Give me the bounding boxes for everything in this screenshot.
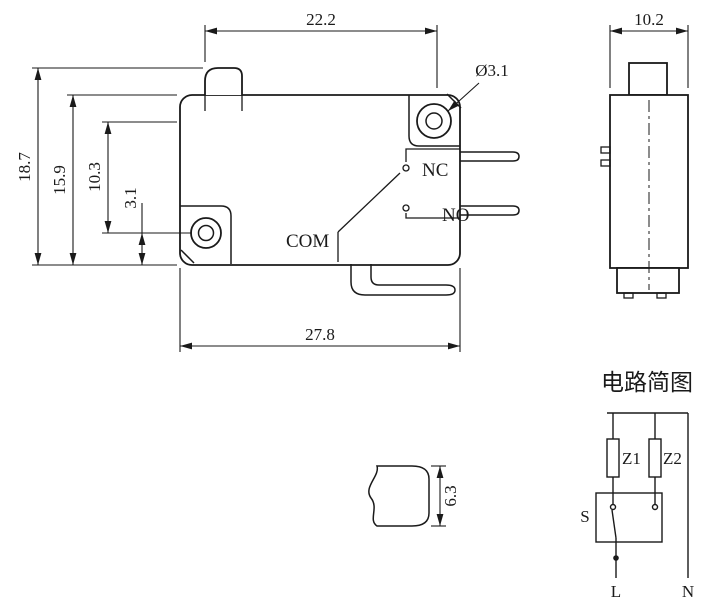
dim-hole-offset: 3.1 [121, 187, 140, 208]
dim-bottom-width: 27.8 [305, 325, 335, 344]
boss-chamfer-bottom-left [180, 249, 195, 264]
load-z2-symbol [648, 438, 662, 478]
no-contact-point [402, 204, 410, 212]
dim-height-body: 15.9 [50, 165, 69, 195]
circuit-diagram: 电路简图 Z1 Z2 S L N [580, 370, 694, 601]
switch-body-outline [179, 94, 461, 266]
switch-arm [611, 509, 617, 539]
side-base [616, 267, 680, 294]
dim-button-height: 6.3 [441, 485, 460, 506]
front-view-dimensions: 22.2 Ø3.1 27.8 18.7 15.9 10.3 3.1 [15, 10, 509, 352]
side-foot-right [656, 292, 667, 299]
switch-contact-right [651, 503, 659, 511]
dim-side-width: 10.2 [634, 10, 664, 29]
circuit-title: 电路简图 [601, 370, 693, 395]
nc-contact-bracket [405, 148, 460, 162]
side-plunger [628, 62, 668, 96]
button-profile-shape [368, 465, 430, 527]
button-detail-view: 6.3 [368, 465, 460, 527]
mounting-hole-top-inner [425, 112, 443, 130]
dim-height-outer: 18.7 [15, 152, 34, 182]
side-view: 10.2 [600, 10, 689, 299]
label-n: N [682, 582, 694, 601]
dim-hole-diameter: Ø3.1 [475, 61, 509, 80]
dim-hole-spacing: 10.3 [85, 162, 104, 192]
mounting-hole-top-outer [416, 103, 452, 139]
label-l: L [611, 582, 621, 601]
dim-top-width: 22.2 [306, 10, 336, 29]
com-terminal-outer-edge [350, 264, 446, 296]
label-z2: Z2 [663, 449, 682, 468]
mounting-boss-top-right [408, 95, 460, 147]
label-s: S [580, 507, 589, 526]
no-contact-bracket [405, 213, 460, 219]
switch-contact-left [609, 503, 617, 511]
label-nc: NC [422, 160, 448, 181]
mounting-hole-bottom-inner [197, 224, 215, 242]
contact-lever [337, 172, 401, 233]
terminal-pin-no [460, 205, 520, 216]
side-tab-upper [600, 146, 611, 154]
nc-contact-point [402, 164, 410, 172]
mounting-hole-bottom-outer [190, 217, 222, 249]
junction-dot [613, 555, 619, 561]
com-terminal-end-cap [445, 284, 456, 296]
label-no: NO [442, 205, 469, 226]
mounting-boss-bottom-left [180, 205, 232, 264]
side-foot-left [623, 292, 634, 299]
switch-box [595, 492, 663, 543]
front-view: NC NO COM [179, 67, 520, 296]
com-terminal-inner-edge [370, 264, 446, 286]
side-tab-lower [600, 159, 611, 167]
plunger-button [204, 67, 243, 95]
hole-callout-leader [447, 82, 480, 112]
label-com: COM [286, 231, 329, 252]
label-z1: Z1 [622, 449, 641, 468]
load-z1-symbol [606, 438, 620, 478]
terminal-pin-nc [460, 151, 520, 162]
